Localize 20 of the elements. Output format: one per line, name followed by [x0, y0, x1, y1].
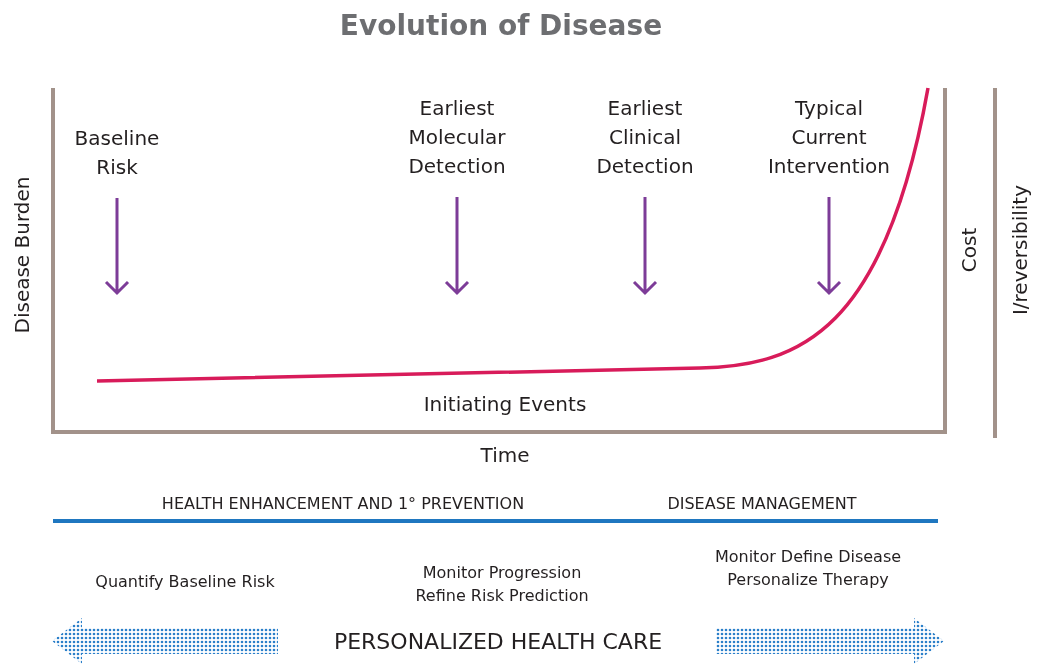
phase-label: DISEASE MANAGEMENT: [667, 493, 857, 515]
arrow: [444, 195, 470, 296]
bottom-banner-text: PERSONALIZED HEALTH CARE: [333, 628, 663, 656]
phase-note: Quantify Baseline Risk: [94, 571, 276, 593]
diagram-title: Evolution of Disease: [339, 8, 663, 44]
arrow: [104, 196, 130, 296]
phase-note: Monitor Define Disease Personalize Therapy: [713, 546, 903, 592]
axis-label: Disease Burden: [8, 176, 35, 334]
axis-label: Cost: [955, 227, 982, 273]
axis-label: Time: [480, 442, 530, 469]
stage-label: Baseline Risk: [57, 124, 177, 182]
arrow: [632, 195, 658, 296]
phase-label: HEALTH ENHANCEMENT AND 1° PREVENTION: [161, 493, 525, 515]
curve-label: Initiating Events: [423, 391, 587, 418]
stage-label: Earliest Molecular Detection: [377, 94, 537, 181]
phase-note: Monitor Progression Refine Risk Prediction: [414, 562, 590, 608]
arrow: [816, 195, 842, 296]
stage-label: Typical Current Intervention: [761, 94, 897, 181]
stage-label: Earliest Clinical Detection: [575, 94, 715, 181]
axis-label: I/reversibility: [1006, 184, 1033, 316]
